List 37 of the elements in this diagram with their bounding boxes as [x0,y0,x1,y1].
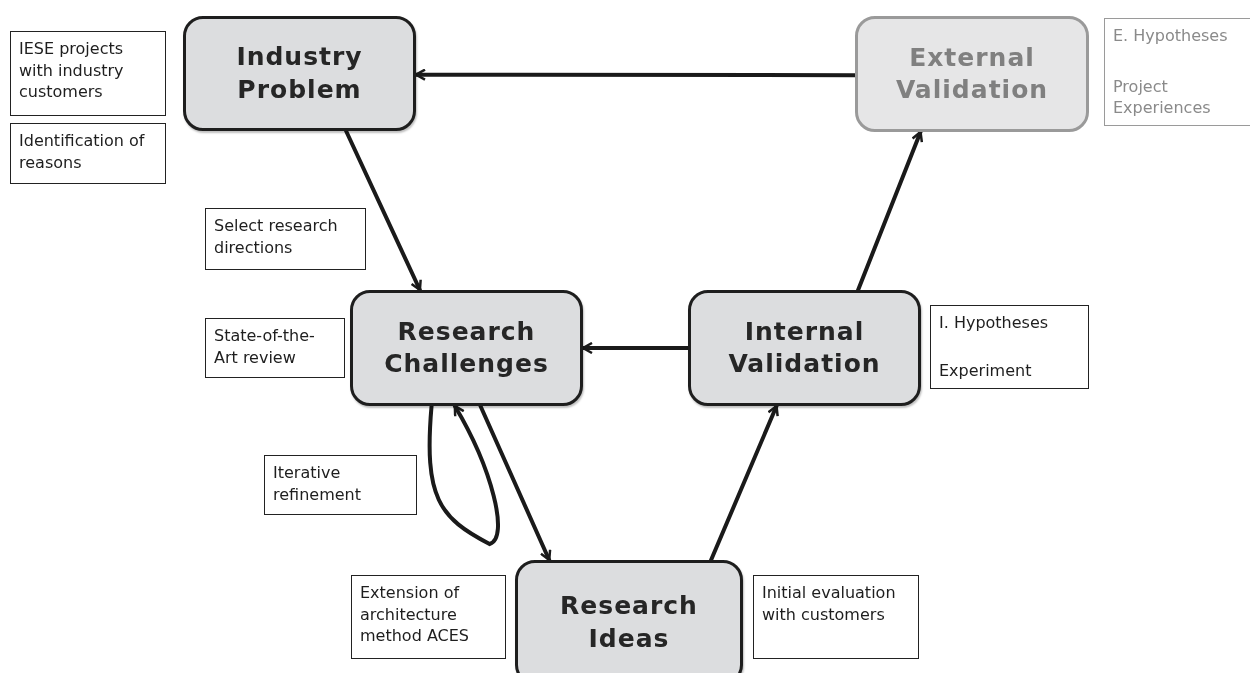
note-box [10,123,166,184]
note-box [753,575,919,659]
arrow [581,341,690,355]
box-title: External Validation [894,41,1050,106]
process-box [515,560,743,673]
process-box [855,16,1089,132]
note-text: Experiment [939,360,1033,382]
process-box [688,290,921,406]
arrow [414,68,857,81]
arrow [709,404,779,562]
box-title: Research Ideas [559,590,699,655]
note-text: I. Hypotheses [939,312,1050,334]
box-title: Industry Problem [235,41,364,106]
arrow [344,129,422,292]
note-text: Select research directions [214,215,339,259]
note-box [205,318,345,378]
note-text: State-of-the-Art review [214,325,316,369]
arrow [427,404,500,546]
box-title: Research Challenges [383,315,550,380]
note-text: Project Experiences [1113,75,1212,119]
process-box [350,290,583,406]
note-text: Extension of architecture method ACES [360,582,470,647]
note-text: E. Hypotheses [1113,25,1229,47]
note-text: IESE projects with industry customers [19,38,125,103]
note-text: Identification of reasons [19,130,146,174]
box-title: Internal Validation [727,315,882,380]
note-text: Initial evaluation with customers [762,582,897,626]
note-box [10,31,166,116]
arrow [856,130,924,292]
note-text: Iterative refinement [273,462,362,506]
note-box [264,455,417,515]
note-box [1104,18,1250,126]
arrow [478,404,552,562]
process-box [183,16,416,131]
note-box [351,575,506,659]
note-box [930,305,1089,389]
note-box [205,208,366,270]
